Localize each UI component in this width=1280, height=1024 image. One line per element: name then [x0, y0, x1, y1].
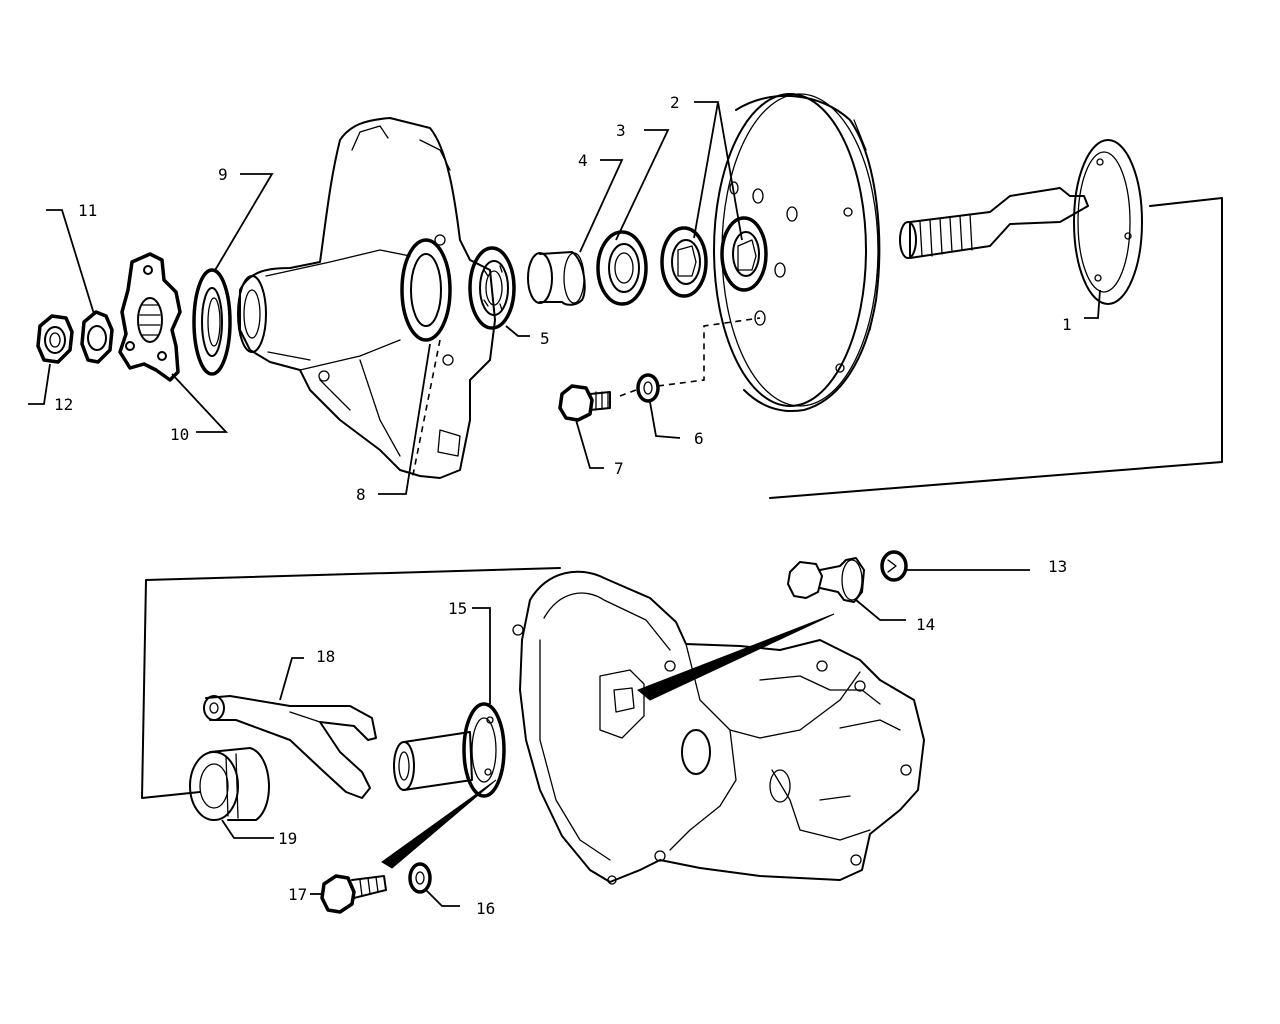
callout-14: 14	[916, 615, 935, 634]
bolt-direction-arrow	[381, 779, 497, 869]
part-11-nut	[80, 310, 114, 364]
callout-2: 2	[670, 93, 680, 112]
part-9-oil-seal	[192, 268, 232, 376]
callout-12: 12	[54, 395, 73, 414]
part-8-oil-seal	[400, 238, 452, 342]
part-10-drive-flange	[118, 252, 182, 382]
callout-15: 15	[448, 599, 467, 618]
callout-1: 1	[1062, 315, 1072, 334]
callout-7: 7	[614, 459, 624, 478]
callout-leaders	[28, 101, 1101, 907]
part-7-bolt	[558, 384, 611, 422]
upper-assembly-frame	[769, 197, 1223, 499]
brake-drum-hub	[713, 93, 881, 412]
callout-10: 10	[170, 425, 189, 444]
extension-housing	[237, 117, 496, 479]
part-3-bearing	[596, 230, 648, 306]
callout-11: 11	[78, 201, 97, 220]
part-13-clip	[880, 550, 908, 582]
callout-18: 18	[316, 647, 335, 666]
gearbox-bellhousing	[512, 570, 925, 885]
lower-assembly-frame	[141, 567, 561, 799]
part-2-lock-plate	[660, 226, 708, 298]
fitting-lines	[411, 317, 761, 481]
part-17-bolt	[320, 874, 387, 914]
callout-19: 19	[278, 829, 297, 848]
part-19-release-bearing	[189, 747, 270, 821]
part-4-spacer-sleeve	[527, 251, 586, 306]
part-6-washer	[636, 373, 660, 403]
part-14-pivot-stud	[787, 557, 865, 603]
callout-5: 5	[540, 329, 550, 348]
part-5-bearing	[468, 246, 516, 330]
part-12-nut	[36, 314, 74, 364]
callout-labels: 1 2 3 4 5 6 7 8 9 10 11 12 13 14 15 16 1…	[54, 93, 1072, 918]
callout-13: 13	[1048, 557, 1067, 576]
part-16-washer	[408, 862, 432, 894]
callout-6: 6	[694, 429, 704, 448]
callout-17: 17	[288, 885, 307, 904]
stud-direction-arrow	[637, 613, 835, 701]
callout-3: 3	[616, 121, 626, 140]
part-18-release-fork	[203, 695, 377, 799]
callout-9: 9	[218, 165, 228, 184]
callout-16: 16	[476, 899, 495, 918]
callout-4: 4	[578, 151, 588, 170]
callout-8: 8	[356, 485, 366, 504]
part-1-drive-shaft	[899, 139, 1143, 305]
part-15-guide-tube	[393, 702, 506, 798]
